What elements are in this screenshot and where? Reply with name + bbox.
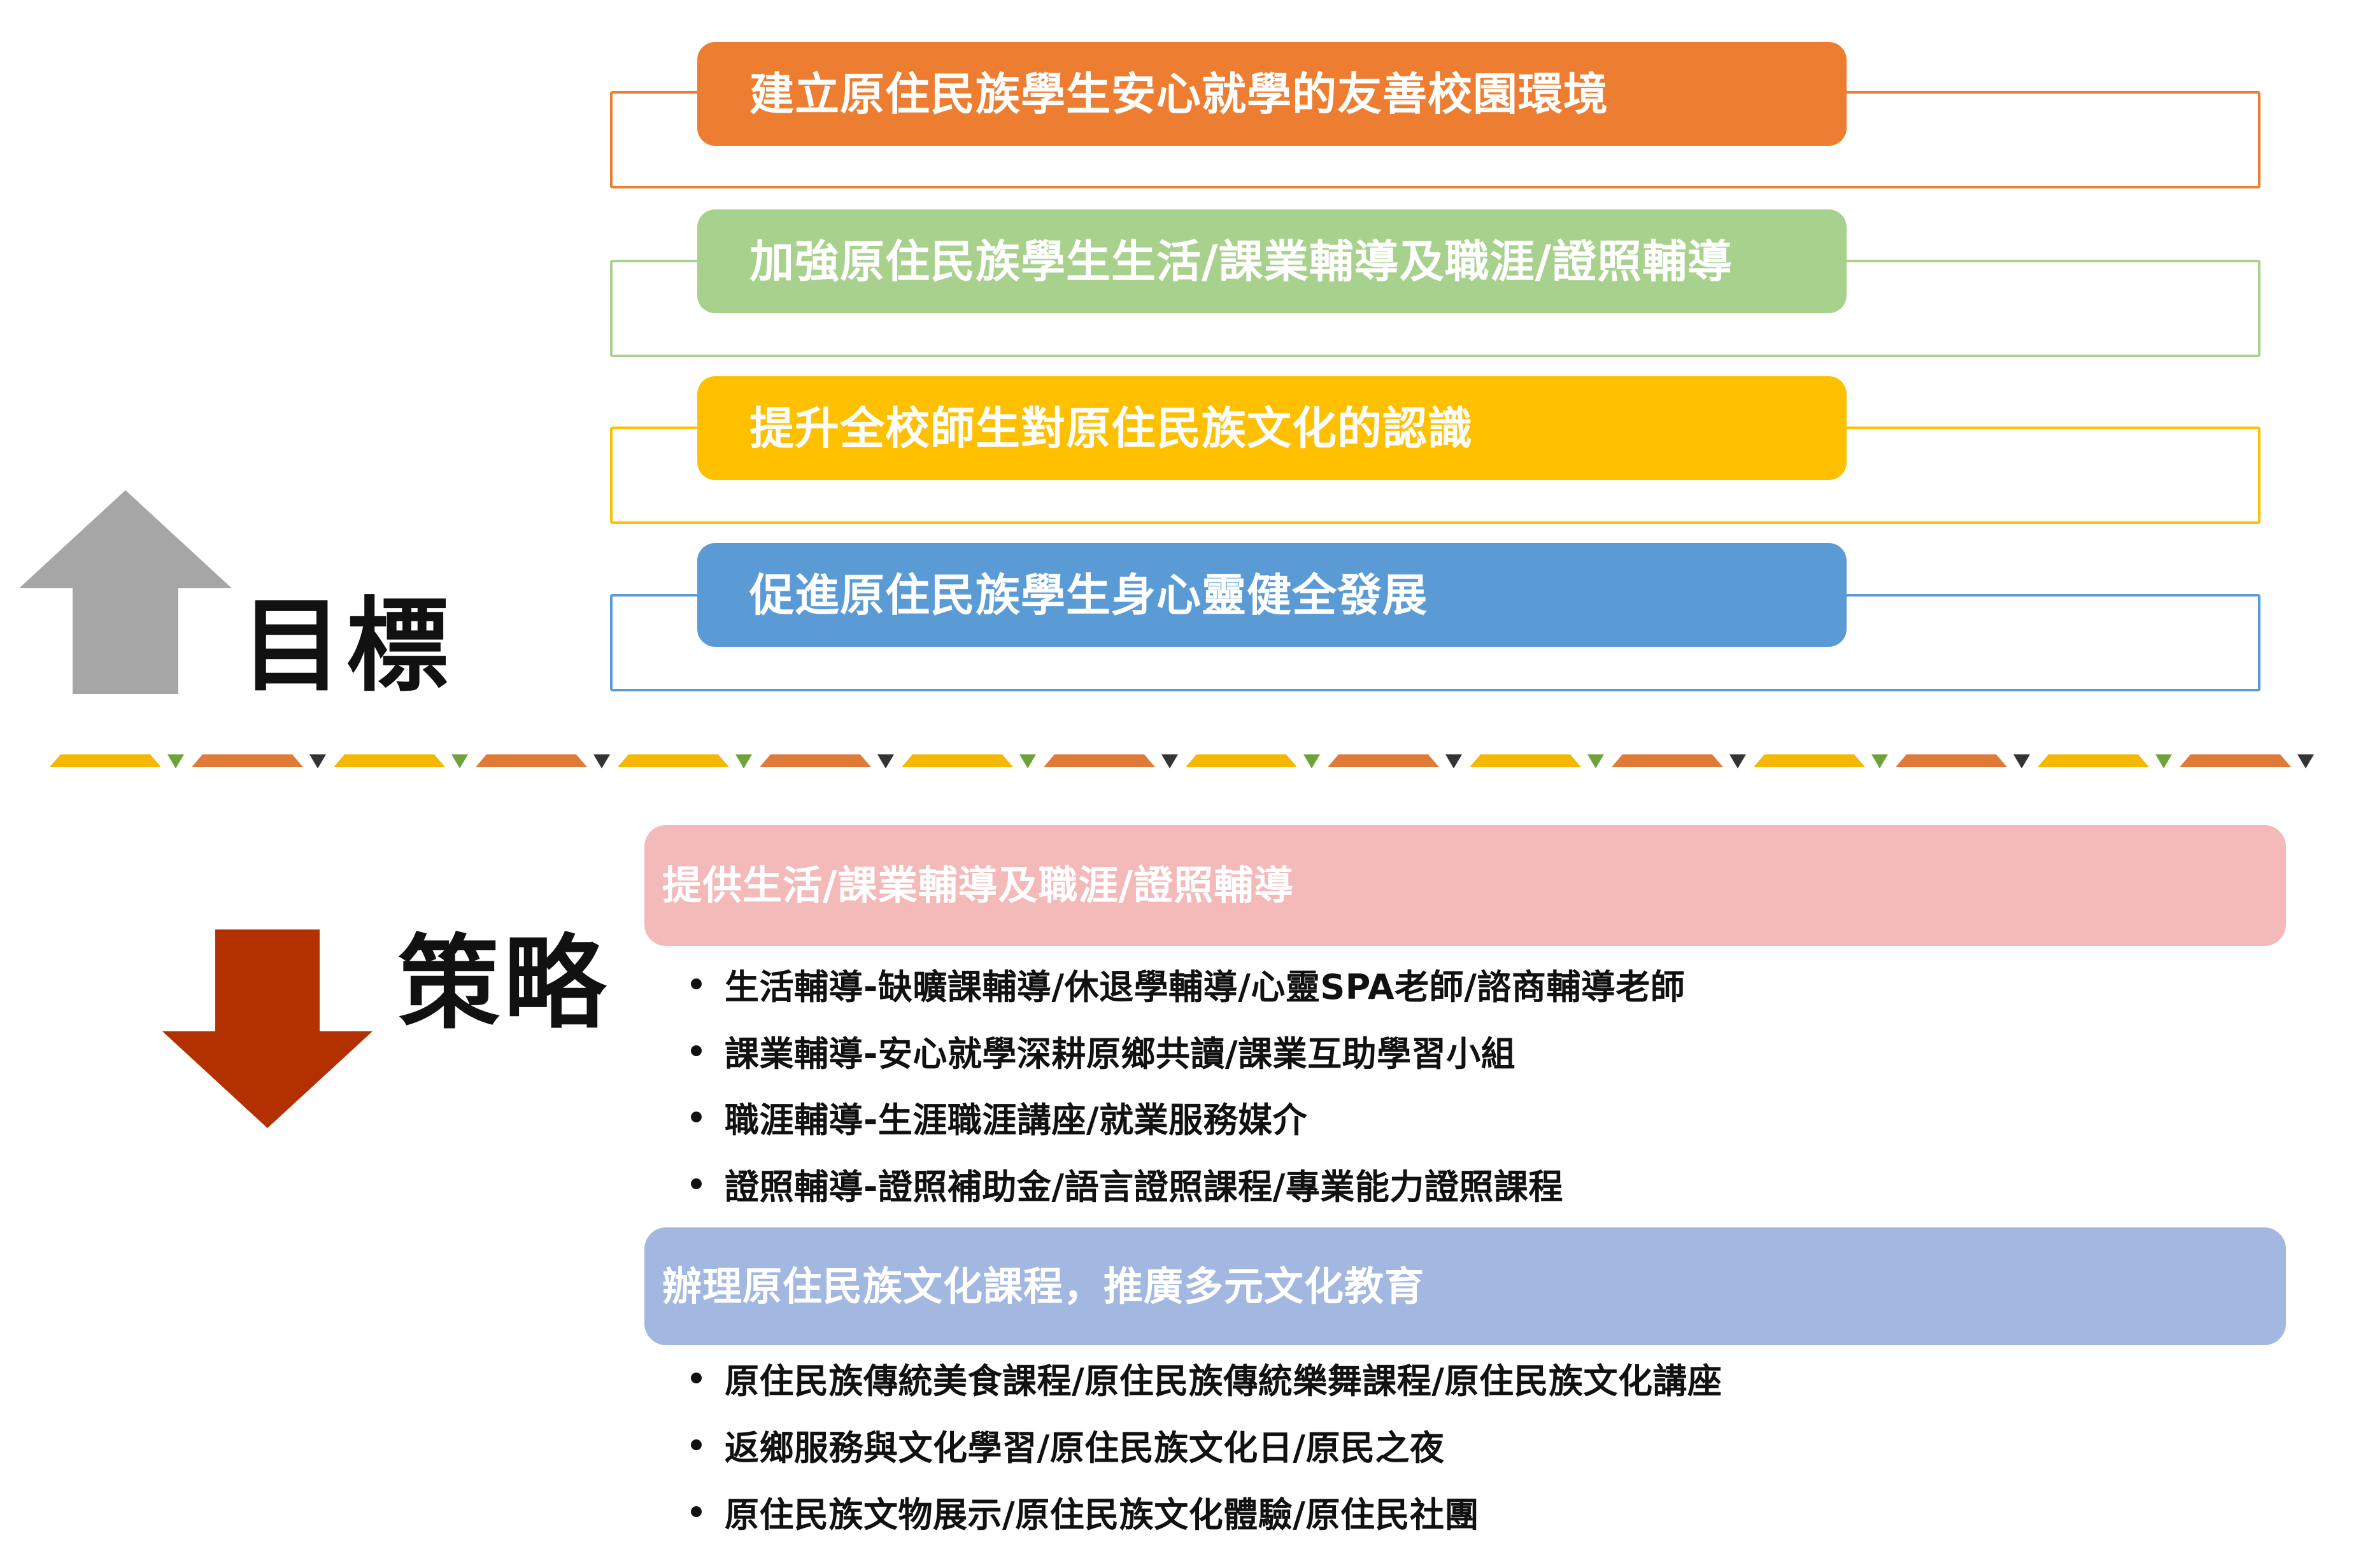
divider-segment <box>902 754 1013 767</box>
divider-segment <box>1186 754 1297 767</box>
down-arrow-icon <box>162 929 373 1128</box>
divider-segment <box>618 754 729 767</box>
divider-segment <box>1612 754 1723 767</box>
goal-text-3: 提升全校師生對原住民族文化的認識 <box>749 402 1473 455</box>
divider-triangle <box>309 754 326 768</box>
bullet-icon <box>691 1045 702 1056</box>
divider-triangle <box>451 754 468 768</box>
list-item: 證照輔導-證照補助金/語言證照課程/專業能力證照課程 <box>691 1158 1563 1209</box>
divider-triangle <box>2013 754 2030 768</box>
divider-triangle <box>735 754 752 768</box>
list-item-text: 證照輔導-證照補助金/語言證照課程/專業能力證照課程 <box>725 1166 1563 1207</box>
divider-triangle <box>2155 754 2172 768</box>
list-item: 課業輔導-安心就學深耕原鄉共讀/課業互助學習小組 <box>691 1025 1515 1076</box>
divider-triangle <box>1445 754 1462 768</box>
divider-triangle <box>1303 754 1320 768</box>
divider-segment <box>1896 754 2007 767</box>
list-item: 原住民族文物展示/原住民族文化體驗/原住民社團 <box>691 1486 1479 1537</box>
list-item-text: 原住民族文物展示/原住民族文化體驗/原住民社團 <box>725 1494 1479 1535</box>
goal-text-4: 促進原住民族學生身心靈健全發展 <box>749 569 1428 621</box>
bullet-icon <box>691 1111 702 1122</box>
goal-bar-2: 加強原住民族學生生活/課業輔導及職涯/證照輔導 <box>697 209 1847 313</box>
list-item-text: 課業輔導-安心就學深耕原鄉共讀/課業互助學習小組 <box>725 1033 1516 1074</box>
divider-segment <box>1328 754 1439 767</box>
divider-triangle <box>877 754 894 768</box>
bullet-icon <box>691 1506 702 1517</box>
divider-segment <box>334 754 445 767</box>
divider-segment <box>192 754 303 767</box>
strategy-header-2: 辦理原住民族文化課程，推廣多元文化教育 <box>644 1227 2286 1345</box>
list-item: 職涯輔導-生涯職涯講座/就業服務媒介 <box>691 1091 1307 1142</box>
decorative-divider <box>50 754 2314 768</box>
divider-segment <box>1044 754 1155 767</box>
strategy-title-1: 提供生活/課業輔導及職涯/證照輔導 <box>662 862 1295 908</box>
goal-bar-4: 促進原住民族學生身心靈健全發展 <box>697 543 1847 647</box>
list-item-text: 返鄉服務與文化學習/原住民族文化日/原民之夜 <box>725 1427 1445 1468</box>
divider-segment <box>2038 754 2149 767</box>
divider-segment <box>476 754 587 767</box>
goal-bar-1: 建立原住民族學生安心就學的友善校園環境 <box>697 42 1847 146</box>
strategy-title-2: 辦理原住民族文化課程，推廣多元文化教育 <box>662 1262 1425 1310</box>
goals-label: 目標 <box>241 586 453 705</box>
list-item: 原住民族傳統美食課程/原住民族傳統樂舞課程/原住民族文化講座 <box>691 1352 1722 1403</box>
divider-triangle <box>593 754 610 768</box>
divider-triangle <box>1161 754 1178 768</box>
divider-segment <box>50 754 161 767</box>
divider-triangle <box>1587 754 1604 768</box>
strategies-label: 策略 <box>398 924 610 1043</box>
divider-segment <box>760 754 871 767</box>
list-item: 返鄉服務與文化學習/原住民族文化日/原民之夜 <box>691 1419 1444 1470</box>
strategy-header-1: 提供生活/課業輔導及職涯/證照輔導 <box>644 825 2286 946</box>
divider-triangle <box>1871 754 1888 768</box>
divider-segment <box>1754 754 1865 767</box>
list-item-text: 生活輔導-缺曠課輔導/休退學輔導/心靈SPA老師/諮商輔導老師 <box>725 966 1685 1007</box>
divider-triangle <box>1019 754 1036 768</box>
goal-bar-3: 提升全校師生對原住民族文化的認識 <box>697 376 1847 480</box>
list-item-text: 職涯輔導-生涯職涯講座/就業服務媒介 <box>725 1099 1308 1140</box>
bullet-icon <box>691 978 702 989</box>
divider-triangle <box>167 754 184 768</box>
divider-segment <box>1470 754 1581 767</box>
divider-triangle <box>1729 754 1746 768</box>
divider-segment <box>2180 754 2291 767</box>
up-arrow-icon <box>19 490 232 694</box>
bullet-icon <box>691 1372 702 1383</box>
goal-text-1: 建立原住民族學生安心就學的友善校園環境 <box>749 67 1608 120</box>
goal-text-2: 加強原住民族學生生活/課業輔導及職涯/證照輔導 <box>749 235 1733 288</box>
bullet-icon <box>691 1178 702 1189</box>
list-item-text: 原住民族傳統美食課程/原住民族傳統樂舞課程/原住民族文化講座 <box>725 1360 1722 1401</box>
list-item: 生活輔導-缺曠課輔導/休退學輔導/心靈SPA老師/諮商輔導老師 <box>691 958 1685 1009</box>
bullet-icon <box>691 1439 702 1450</box>
divider-triangle <box>2297 754 2314 768</box>
